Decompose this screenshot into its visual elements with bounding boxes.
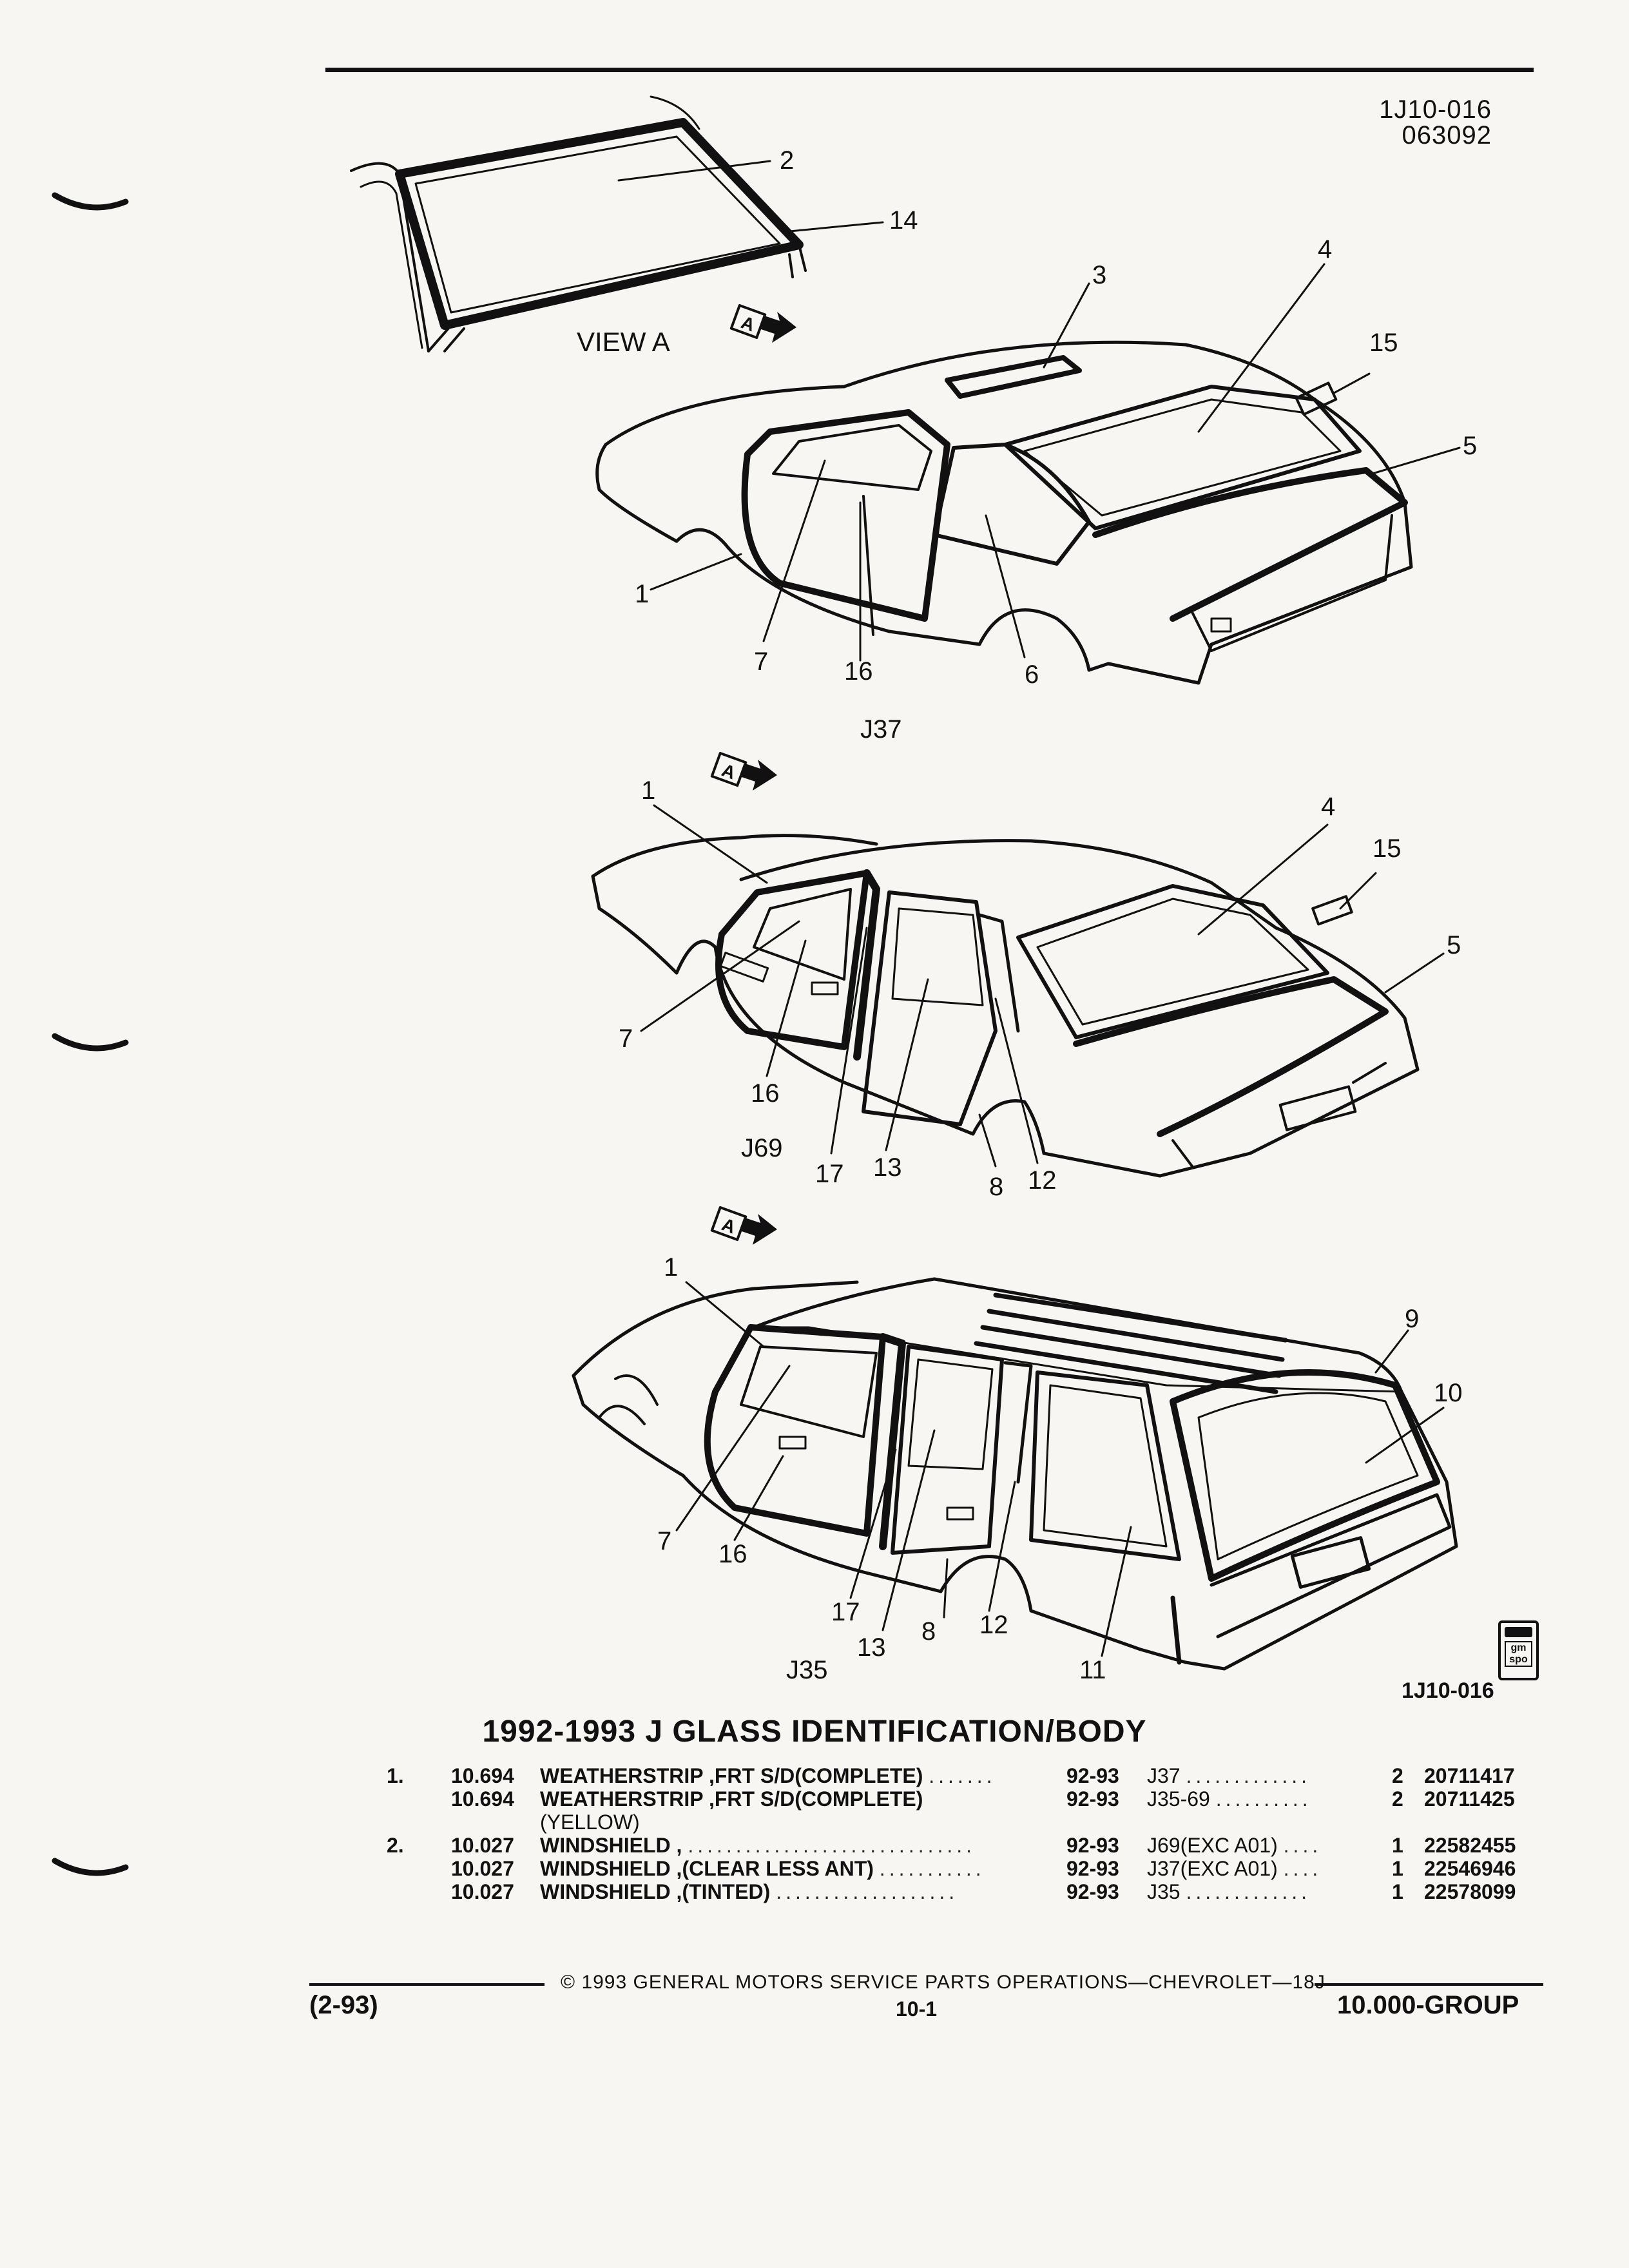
part-desc: WINDSHIELD ,(CLEAR LESS ANT) ........... [540, 1857, 985, 1880]
top-rule [325, 68, 1534, 72]
callout-j69-16: 16 [751, 1079, 780, 1108]
part-number: 22546946 [1424, 1857, 1516, 1880]
part-row: 10.027 WINDSHIELD ,(CLEAR LESS ANT) ....… [0, 1857, 1629, 1880]
callout-j69-8: 8 [989, 1173, 1003, 1201]
part-years: 92-93 [1066, 1787, 1119, 1811]
part-qty: 1 [1392, 1834, 1403, 1857]
footer-group: 10.000-GROUP [1337, 1991, 1519, 2019]
footer-date: (2-93) [309, 1991, 378, 2019]
callout-j37-16: 16 [844, 657, 873, 686]
gm-spo-logo: gm spo [1498, 1620, 1539, 1680]
model-j69: J69 [741, 1134, 783, 1162]
part-years: 92-93 [1066, 1764, 1119, 1787]
part-qty: 1 [1392, 1880, 1403, 1903]
callout-j37-5: 5 [1463, 432, 1477, 460]
callout-j35-11: 11 [1079, 1656, 1106, 1684]
part-row: 1. 10.694 WEATHERSTRIP ,FRT S/D(COMPLETE… [0, 1764, 1629, 1787]
section-title: 1992-1993 J GLASS IDENTIFICATION/BODY [482, 1715, 1147, 1749]
j37-coupe-body [595, 340, 1413, 685]
glass-identification-diagram: A A A VIEW A 2 14 3 4 15 5 1 7 16 6 J37 … [350, 95, 1494, 1701]
binder-mark-1 [52, 192, 129, 211]
j35-wagon-body [572, 1277, 1458, 1671]
part-model: J35 ............. [1147, 1880, 1311, 1903]
part-desc: WINDSHIELD , ...........................… [540, 1834, 976, 1857]
figure-code: 1J10-016 [1402, 1678, 1494, 1701]
callout-view-a-14: 14 [889, 206, 918, 235]
part-desc: (YELLOW) [540, 1811, 640, 1834]
part-row: 10.694 WEATHERSTRIP ,FRT S/D(COMPLETE) 9… [0, 1787, 1629, 1811]
part-group: 10.694 [451, 1764, 514, 1787]
callout-j69-4: 4 [1321, 793, 1335, 821]
callout-j69-15: 15 [1373, 834, 1402, 863]
figure-date: 063092 [1402, 121, 1492, 149]
binder-mark-2 [52, 1033, 129, 1052]
part-model: J37(EXC A01) .... [1147, 1857, 1322, 1880]
model-j35: J35 [786, 1656, 828, 1684]
part-number: 20711417 [1424, 1764, 1515, 1787]
part-number: 22578099 [1424, 1880, 1516, 1903]
part-years: 92-93 [1066, 1834, 1119, 1857]
callout-j69-13: 13 [873, 1153, 902, 1182]
callout-j35-7: 7 [657, 1527, 671, 1555]
footer-page: 10-1 [896, 1997, 938, 2021]
part-ref: 1. [387, 1764, 404, 1787]
callout-j37-3: 3 [1092, 261, 1106, 289]
callout-j35-10: 10 [1434, 1379, 1463, 1407]
callout-j37-4: 4 [1318, 235, 1332, 264]
leader-lines [617, 160, 1461, 1657]
part-qty: 2 [1392, 1787, 1403, 1811]
callout-j69-7: 7 [619, 1024, 633, 1053]
part-group: 10.027 [451, 1880, 514, 1903]
part-ref: 2. [387, 1834, 404, 1857]
callout-j69-12: 12 [1028, 1166, 1057, 1195]
callout-j35-9: 9 [1405, 1305, 1419, 1333]
callout-j37-1: 1 [635, 580, 649, 608]
part-number: 22582455 [1424, 1834, 1516, 1857]
footer-copyright: © 1993 GENERAL MOTORS SERVICE PARTS OPER… [561, 1972, 1325, 1993]
callout-j35-13: 13 [857, 1633, 886, 1662]
windshield-view-a [350, 95, 807, 352]
callout-j35-8: 8 [921, 1617, 936, 1646]
part-group: 10.027 [451, 1834, 514, 1857]
callout-j35-12: 12 [979, 1611, 1008, 1639]
figure-id: 1J10-016 [1379, 95, 1492, 124]
callout-j69-17: 17 [815, 1160, 844, 1188]
part-model: J69(EXC A01) .... [1147, 1834, 1322, 1857]
footer-rule-right [1315, 1983, 1543, 1986]
part-row: 10.027 WINDSHIELD ,(TINTED) ............… [0, 1880, 1629, 1903]
part-qty: 1 [1392, 1857, 1403, 1880]
footer-rule-left [309, 1983, 545, 1986]
view-a-label: VIEW A [577, 327, 670, 357]
part-row: 2. 10.027 WINDSHIELD , .................… [0, 1834, 1629, 1857]
part-years: 92-93 [1066, 1857, 1119, 1880]
part-number: 20711425 [1424, 1787, 1515, 1811]
callout-j69-1: 1 [641, 776, 655, 805]
part-group: 10.027 [451, 1857, 514, 1880]
callout-j35-17: 17 [831, 1598, 860, 1626]
callout-j37-6: 6 [1025, 660, 1039, 689]
logo-text-spo: spo [1509, 1654, 1528, 1665]
model-j37: J37 [860, 715, 902, 744]
view-a-arrows [710, 303, 796, 1245]
part-desc: WEATHERSTRIP ,FRT S/D(COMPLETE) [540, 1787, 923, 1811]
part-model: J35-69 .......... [1147, 1787, 1312, 1811]
callout-j37-15: 15 [1369, 329, 1398, 357]
part-desc: WINDSHIELD ,(TINTED) ................... [540, 1880, 959, 1903]
callout-j69-5: 5 [1447, 931, 1461, 959]
callout-j37-7: 7 [754, 648, 768, 676]
part-model: J37 ............. [1147, 1764, 1311, 1787]
part-row: (YELLOW) [0, 1811, 1629, 1834]
part-desc: WEATHERSTRIP ,FRT S/D(COMPLETE) ....... [540, 1764, 996, 1787]
binder-mark-3 [52, 1858, 129, 1876]
part-group: 10.694 [451, 1787, 514, 1811]
callout-j35-16: 16 [718, 1540, 747, 1568]
logo-text-gm: gm [1510, 1642, 1527, 1653]
callout-j35-1: 1 [664, 1253, 678, 1282]
part-years: 92-93 [1066, 1880, 1119, 1903]
part-qty: 2 [1392, 1764, 1403, 1787]
j69-sedan-body [591, 834, 1420, 1178]
callout-view-a-2: 2 [780, 146, 794, 175]
